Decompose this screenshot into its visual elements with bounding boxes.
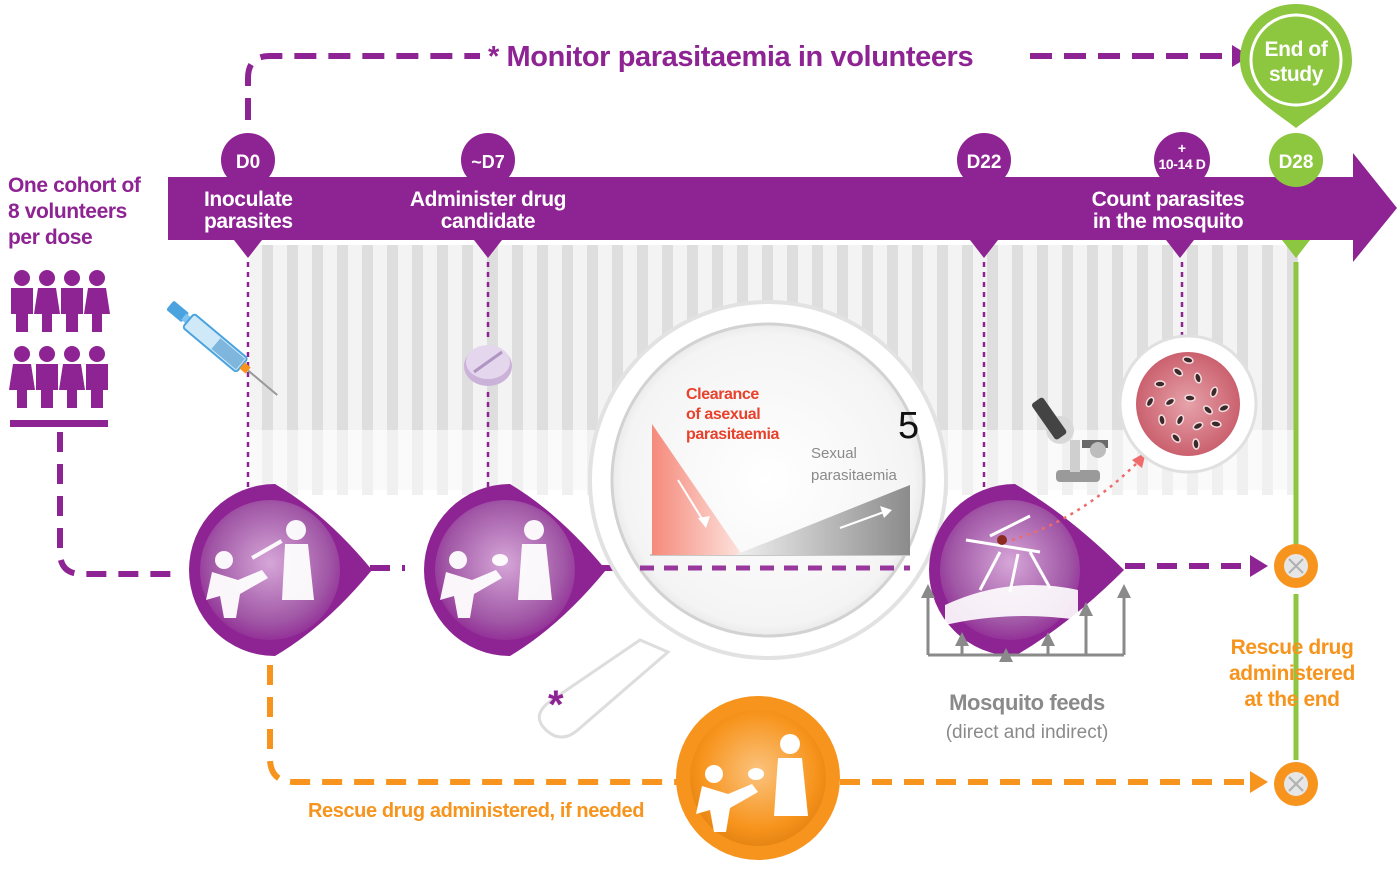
inoculate-bubble (189, 484, 372, 656)
administer-bubble (424, 484, 606, 656)
monitor-dashed-line-left (245, 53, 480, 120)
stray-number: 5 (898, 405, 919, 447)
sexual-parasitaemia-shape (735, 485, 910, 555)
clearance-line2: of asexual (686, 406, 760, 423)
rescue-dashed-line (267, 665, 680, 785)
mosquito-feeds-title: Mosquito feeds (949, 690, 1105, 715)
petri-dish-icon (1118, 334, 1258, 474)
asexual-clearance-shape (652, 424, 742, 555)
mosquito-feeds-subtitle: (direct and indirect) (946, 722, 1109, 743)
rescue-end-line3: at the end (1244, 688, 1339, 711)
mosquito-icon (965, 514, 1052, 593)
day-marker-plus: + (1178, 140, 1186, 156)
end-of-study-line2: study (1269, 63, 1324, 86)
day-marker-d0 (221, 133, 275, 187)
asterisk-marker: * (548, 683, 564, 727)
cohort-dashed-line (57, 432, 178, 577)
volunteers-icon (9, 270, 110, 408)
day-marker-d28 (1269, 133, 1323, 187)
magnifier-icon: Clearance of asexual parasitaemia Sexual… (537, 300, 948, 739)
day-marker-d22 (957, 133, 1011, 187)
sexual-line1: Sexual (811, 445, 857, 462)
clearance-line1: Clearance (686, 386, 759, 403)
cohort-line1: One cohort of (8, 174, 142, 197)
step-administer-line2: candidate (441, 210, 535, 233)
step-count-line1: Count parasites (1092, 188, 1245, 211)
day-marker-10-14d (1154, 132, 1210, 188)
day-marker-d0-label: D0 (236, 152, 260, 173)
syringe-icon (166, 301, 278, 396)
mosquito-bubble (929, 484, 1124, 656)
sexual-line2: parasitaemia (811, 467, 898, 484)
day-marker-10-14d-label: 10-14 D (1158, 156, 1205, 172)
pill-icon (464, 345, 512, 386)
step-inoculate-line1: Inoculate (204, 188, 293, 211)
day-marker-d22-label: D22 (967, 152, 1002, 173)
step-count-line2: in the mosquito (1093, 210, 1243, 233)
rescue-end-line2: administered (1229, 662, 1355, 685)
cohort-line2: 8 volunteers (8, 200, 127, 223)
mosquito-feeds-arrows (926, 590, 1126, 660)
rescue-end-line1: Rescue drug (1231, 636, 1354, 659)
day-marker-d7 (461, 133, 515, 187)
end-marker-icon (1274, 544, 1318, 588)
day-marker-d28-label: D28 (1279, 152, 1314, 173)
monitor-label: * Monitor parasitaemia in volunteers (488, 41, 973, 73)
rescue-bubble (676, 696, 840, 860)
step-inoculate-line2: parasites (204, 210, 293, 233)
day-marker-d7-label: ~D7 (471, 152, 505, 172)
clearance-line3: parasitaemia (686, 426, 780, 443)
microscope-icon (1032, 397, 1108, 482)
step-administer-line1: Administer drug (410, 188, 566, 211)
rescue-end-marker-icon (1274, 762, 1318, 806)
cohort-line3: per dose (8, 226, 92, 249)
rescue-if-needed-label: Rescue drug administered, if needed (308, 800, 644, 822)
end-of-study-line1: End of (1265, 38, 1329, 61)
